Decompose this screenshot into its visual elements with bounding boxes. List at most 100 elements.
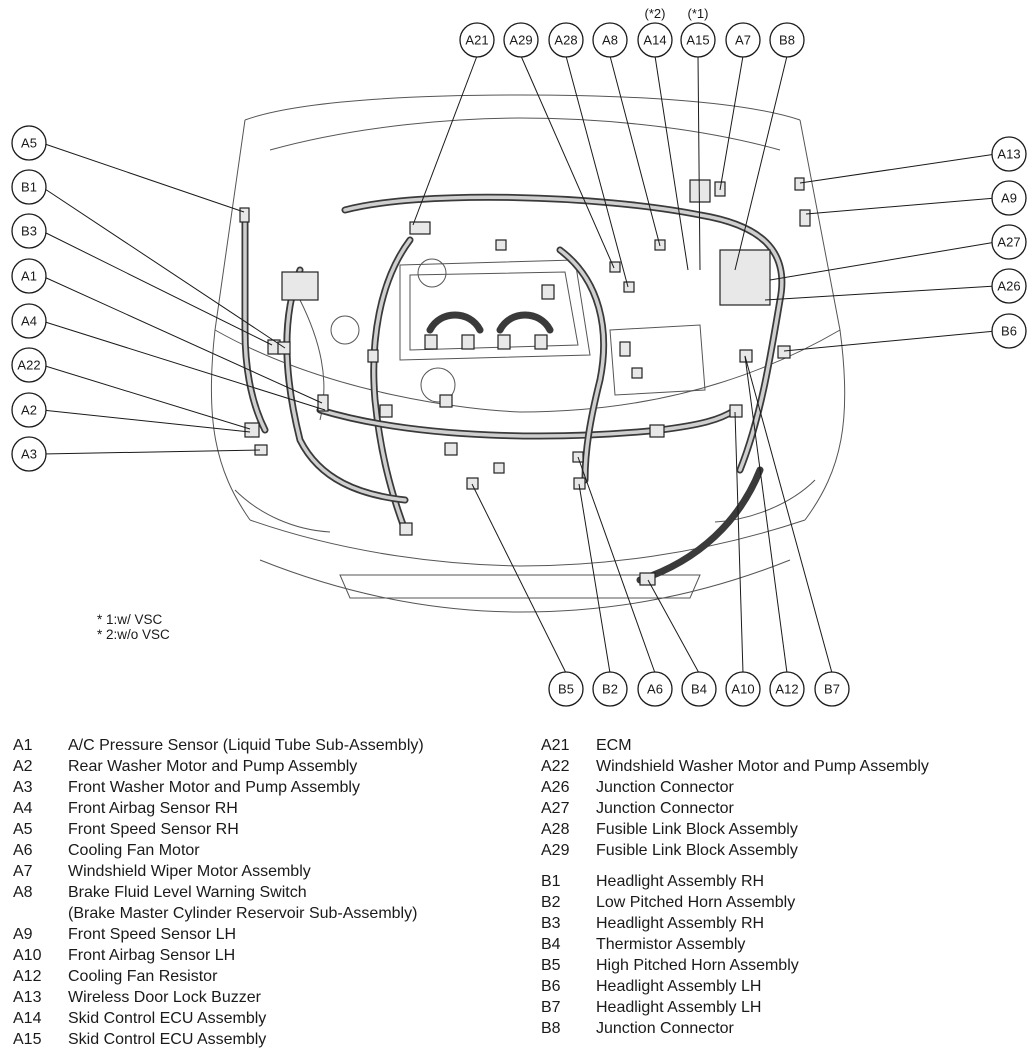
callout-circle (11, 258, 47, 294)
callout-label: A10 (731, 682, 754, 697)
legend-row: A1 A/C Pressure Sensor (Liquid Tube Sub-A… (13, 735, 424, 756)
legend-code: A22 (541, 758, 570, 775)
callout-label: A9 (1001, 191, 1017, 206)
callout-label: B1 (21, 180, 37, 195)
callout-label: A29 (509, 33, 532, 48)
callout-circle (11, 169, 47, 205)
legend-description: Windshield Wiper Motor Assembly (68, 863, 311, 880)
note-a14: (*2) (645, 6, 666, 21)
legend-row: A10 Front Airbag Sensor LH (13, 945, 424, 966)
callout-b7: B7 (814, 671, 850, 707)
legend-description: Low Pitched Horn Assembly (596, 894, 796, 911)
callout-circle (991, 180, 1027, 216)
legend-code: B4 (541, 936, 561, 953)
legend-row: B1 Headlight Assembly RH (541, 871, 929, 892)
legend-code: B2 (541, 894, 561, 911)
legend-code: A7 (13, 863, 33, 880)
footnote-no-vsc: * 2:w/o VSC (97, 627, 170, 642)
callout-circle (991, 136, 1027, 172)
callout-circle (991, 268, 1027, 304)
callout-label: A8 (602, 33, 618, 48)
callout-label: A27 (997, 235, 1020, 250)
callout-a27: A27 (991, 224, 1027, 260)
legend-description: Windshield Washer Motor and Pump Assembl… (596, 758, 929, 775)
callout-label: A6 (647, 682, 663, 697)
callout-a4: A4 (11, 303, 47, 339)
legend-code: A5 (13, 821, 33, 838)
legend-description: Skid Control ECU Assembly (68, 1010, 267, 1027)
legend-description: Front Airbag Sensor LH (68, 947, 236, 964)
legend-code: A8 (13, 884, 33, 901)
callout-b1: B1 (11, 169, 47, 205)
callout-a29: A29 (503, 22, 539, 58)
callout-circle (11, 303, 47, 339)
callout-label: A12 (775, 682, 798, 697)
legend-description: Headlight Assembly RH (596, 915, 765, 932)
callout-a2: A2 (11, 392, 47, 428)
legend-description: A/C Pressure Sensor (Liquid Tube Sub-Ass… (68, 737, 424, 754)
callout-circle (459, 22, 495, 58)
callout-circle (769, 22, 805, 58)
callout-label: B5 (558, 682, 574, 697)
legend-description: Front Washer Motor and Pump Assembly (68, 779, 360, 796)
legend-code: B5 (541, 957, 561, 974)
legend-code: A1 (13, 737, 33, 754)
callout-label: B2 (602, 682, 618, 697)
callout-circle (814, 671, 850, 707)
legend-code: A10 (13, 947, 42, 964)
callout-a21: A21 (459, 22, 495, 58)
callout-circle (592, 22, 628, 58)
callout-a1: A1 (11, 258, 47, 294)
callout-b5: B5 (548, 671, 584, 707)
legend-description: Headlight Assembly RH (596, 873, 765, 890)
legend-row: B3 Headlight Assembly RH (541, 913, 929, 934)
callout-label: B4 (691, 682, 707, 697)
legend-description: Front Speed Sensor LH (68, 926, 237, 943)
legend-row: B2 Low Pitched Horn Assembly (541, 892, 929, 913)
legend-description: Brake Fluid Level Warning Switch (68, 884, 307, 901)
callout-label: A2 (21, 403, 37, 418)
legend-left: A1 A/C Pressure Sensor (Liquid Tube Sub-A… (13, 735, 424, 1050)
legend-code: B6 (541, 978, 561, 995)
legend-description: Junction Connector (596, 779, 734, 796)
callout-label: A21 (465, 33, 488, 48)
callout-b3: B3 (11, 213, 47, 249)
callout-label: A15 (686, 33, 709, 48)
legend-description: Cooling Fan Resistor (68, 968, 218, 985)
callout-b2: B2 (592, 671, 628, 707)
legend-code: B1 (541, 873, 561, 890)
legend-row: A8 Brake Fluid Level Warning Switch (13, 882, 424, 903)
callout-circle (11, 392, 47, 428)
legend-code: A29 (541, 842, 570, 859)
legend-description: Headlight Assembly LH (596, 999, 762, 1016)
callout-circle (11, 213, 47, 249)
callout-a3: A3 (11, 436, 47, 472)
callout-a13: A13 (991, 136, 1027, 172)
legend-description: Thermistor Assembly (596, 936, 746, 953)
legend-description: Rear Washer Motor and Pump Assembly (68, 758, 358, 775)
legend-code: B3 (541, 915, 561, 932)
legend-code: A27 (541, 800, 570, 817)
callout-a15: A15 (680, 22, 716, 58)
legend-code: A6 (13, 842, 33, 859)
callout-circle (725, 671, 761, 707)
callout-circle (769, 671, 805, 707)
callout-a14: A14 (637, 22, 673, 58)
legend-description: Cooling Fan Motor (68, 842, 200, 859)
legend-code: A12 (13, 968, 42, 985)
callout-circle (991, 224, 1027, 260)
legend-code: A9 (13, 926, 33, 943)
callout-label: A5 (21, 136, 37, 151)
callout-label: B6 (1001, 324, 1017, 339)
callout-a26: A26 (991, 268, 1027, 304)
legend-description: Fusible Link Block Assembly (596, 821, 798, 838)
